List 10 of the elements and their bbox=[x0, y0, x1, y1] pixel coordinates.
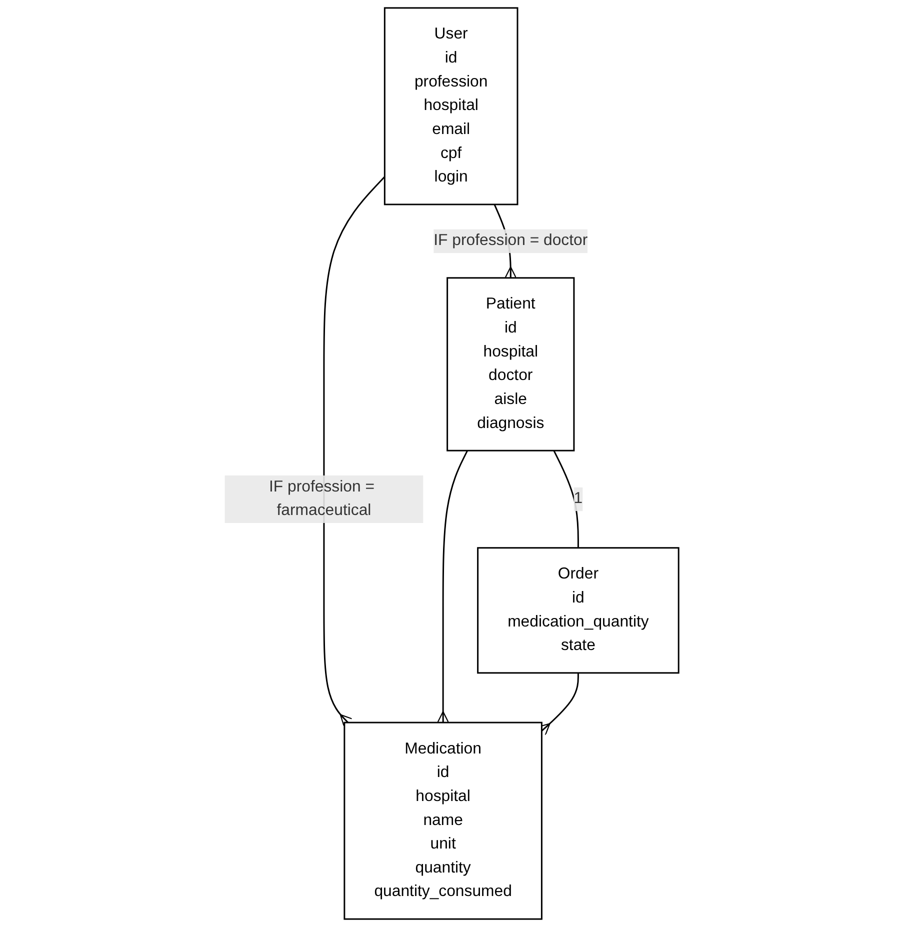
node-box: Medication id hospital name unit quantity quantity_consumed bbox=[344, 722, 542, 920]
edge-label: IF profession = doctor bbox=[433, 232, 588, 250]
connector bbox=[436, 450, 468, 724]
node-box: User id profession hospital email cpf login bbox=[384, 7, 518, 206]
node-box: Order id medication_quantity state bbox=[476, 547, 680, 674]
edge-label: IF profession = farmaceutical bbox=[268, 478, 374, 520]
edge-label: 1 bbox=[574, 490, 582, 508]
node-box: Patient id hospital doctor aisle diagnosis bbox=[446, 277, 575, 452]
connector bbox=[323, 176, 386, 727]
connector bbox=[553, 450, 579, 548]
